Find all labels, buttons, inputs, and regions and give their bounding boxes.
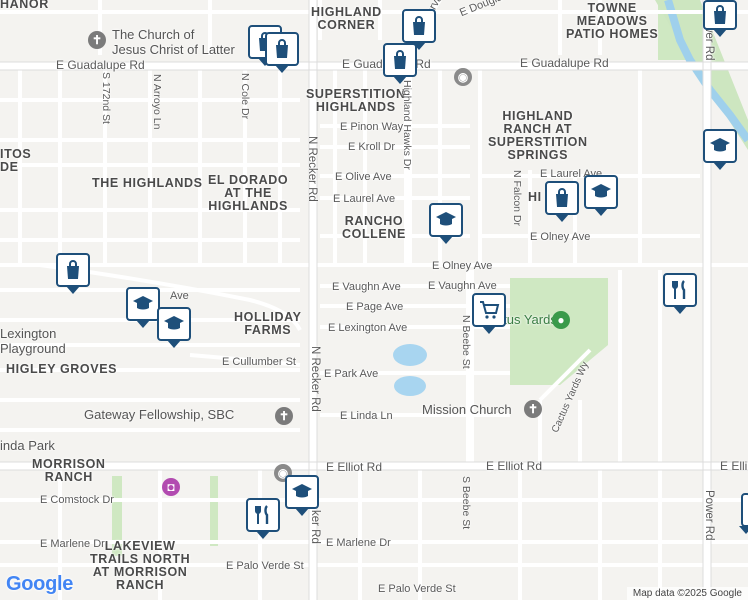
shopping-bag-marker-icon[interactable]: [56, 253, 90, 294]
church-icon[interactable]: ✝: [88, 31, 106, 49]
street-olive: E Olive Ave: [335, 171, 392, 183]
area-higley-groves: HIGLEY GROVES: [6, 362, 118, 376]
street-lexington: E Lexington Ave: [328, 322, 408, 334]
area-morrison-ranch: MORRISON RANCH: [32, 457, 106, 484]
church-icon[interactable]: ✝: [524, 400, 542, 418]
poi-gateway[interactable]: Gateway Fellowship, SBC: [84, 407, 235, 422]
greenbelt-2: [210, 476, 218, 546]
street-cole: N Cole Dr: [239, 73, 251, 120]
street-marlene-e: E Marlene Dr: [326, 537, 391, 549]
street-recker-n: N Recker Rd: [306, 136, 318, 202]
park-icon[interactable]: ●: [552, 311, 570, 329]
area-holliday-farms: HOLLIDAY FARMS: [234, 310, 302, 337]
map-attribution[interactable]: Map data ©2025 Google: [626, 587, 748, 600]
place-icon[interactable]: ◉: [454, 68, 472, 86]
area-towne-meadows: TOWNE MEADOWS PATIO HOMES: [566, 1, 659, 41]
google-logo: Google: [6, 573, 73, 596]
shopping-bag-marker-icon[interactable]: [383, 43, 417, 84]
school-marker-icon[interactable]: [285, 475, 319, 516]
street-beebe-n: N Beebe St: [460, 315, 472, 369]
street-comstock: E Comstock Dr: [40, 494, 114, 506]
area-highland-ranch: HIGHLAND RANCH AT SUPERSTITION SPRINGS: [488, 109, 588, 162]
street-power-s: Power Rd: [703, 490, 715, 541]
street-linda: E Linda Ln: [340, 410, 393, 422]
street-palo-verde-e: E Palo Verde St: [378, 583, 456, 595]
shopping-bag-marker-icon[interactable]: [545, 181, 579, 222]
street-elliot-c: E Elliot Rd: [326, 460, 383, 474]
area-the-highlands: THE HIGHLANDS: [92, 176, 203, 190]
street-olney: E Olney Ave: [432, 260, 493, 272]
school-marker-icon[interactable]: [584, 175, 618, 216]
camera-icon[interactable]: ◘: [162, 478, 180, 496]
pond-north: [393, 344, 427, 366]
area-el-dorado: EL DORADO AT THE HIGHLANDS: [208, 173, 289, 213]
street-arroyo: N Arroyo Ln: [151, 74, 163, 130]
shopping-bag-marker-icon[interactable]: [703, 0, 737, 37]
street-palo-verde-w: E Palo Verde St: [226, 560, 304, 572]
school-marker-icon[interactable]: [429, 203, 463, 244]
street-guadalupe-e: E Guadalupe Rd: [520, 56, 609, 70]
street-falcon: N Falcon Dr: [511, 170, 523, 227]
street-vaughn-e: E Vaughn Ave: [428, 280, 497, 292]
greenbelt-1: [112, 476, 122, 556]
area-superstition-highlands: SUPERSTITION HIGHLANDS: [306, 87, 406, 114]
street-beebe-s: S Beebe St: [460, 476, 472, 530]
poi-church-lds[interactable]: The Church of Jesus Christ of Latter: [112, 27, 235, 57]
poi-linda-park[interactable]: inda Park: [0, 438, 55, 453]
canal-water: [664, 0, 748, 143]
google-logo-text: Google: [6, 573, 74, 595]
street-ave-partial: Ave: [170, 290, 189, 302]
street-recker-far-s: ker Rd: [309, 510, 321, 544]
area-highland-corner: HIGHLAND CORNER: [311, 5, 382, 32]
street-elliot-far: E Elli: [720, 459, 748, 473]
street-pinon: E Pinon Way: [340, 121, 404, 133]
street-recker-s: N Recker Rd: [309, 346, 321, 412]
marker-edge-icon[interactable]: [739, 493, 748, 534]
street-guadalupe-w: E Guadalupe Rd: [56, 58, 145, 72]
area-itos: ITOS DE: [0, 147, 32, 174]
poi-lexington-playground[interactable]: Lexington Playground: [0, 326, 66, 356]
street-elliot-e: E Elliot Rd: [486, 459, 543, 473]
shopping-bag-marker-icon[interactable]: [265, 32, 299, 73]
school-marker-icon[interactable]: [703, 129, 737, 170]
school-marker-icon[interactable]: [126, 287, 160, 328]
street-highland-hawks: Highland Hawks Dr: [401, 80, 413, 170]
school-marker-icon[interactable]: [157, 307, 191, 348]
church-icon[interactable]: ✝: [275, 407, 293, 425]
street-vaughn: E Vaughn Ave: [332, 281, 401, 293]
restaurant-marker-icon[interactable]: [246, 498, 280, 539]
area-manor: HANOR: [0, 0, 49, 11]
pond-south: [394, 376, 426, 396]
street-page: E Page Ave: [346, 301, 404, 313]
area-hi-partial: HI: [528, 190, 542, 204]
poi-mission-church[interactable]: Mission Church: [422, 402, 512, 417]
street-cullumber: E Cullumber St: [222, 356, 296, 368]
shopping-cart-marker-icon[interactable]: [472, 293, 506, 334]
street-laurel: E Laurel Ave: [333, 193, 396, 205]
street-park: E Park Ave: [324, 368, 379, 380]
area-lakeview: LAKEVIEW TRAILS NORTH AT MORRISON RANCH: [90, 539, 191, 592]
shopping-bag-marker-icon[interactable]: [402, 9, 436, 50]
area-rancho-collene: RANCHO COLLENE: [342, 214, 406, 241]
street-172nd: S 172nd St: [100, 72, 112, 124]
street-marlene-w: E Marlene Dr: [40, 538, 105, 550]
restaurant-marker-icon[interactable]: [663, 273, 697, 314]
street-kroll: E Kroll Dr: [348, 141, 396, 153]
street-olney-e: E Olney Ave: [530, 231, 591, 243]
